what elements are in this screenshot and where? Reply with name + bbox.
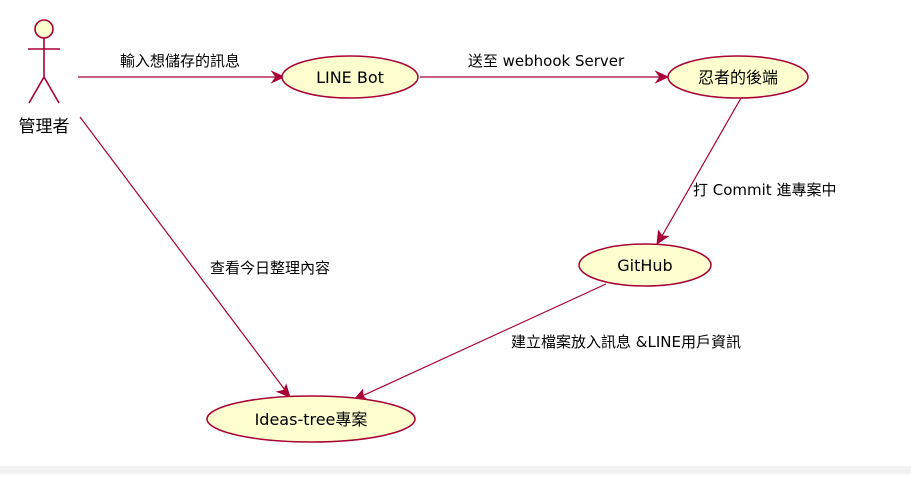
usecase-line-bot: LINE Bot — [281, 55, 419, 99]
edge-label-backend-to-github: 打 Commit 進專案中 — [693, 181, 836, 199]
arrowhead — [654, 70, 670, 84]
edge-actor-to-linebot: 輸入想儲存的訊息 — [78, 52, 286, 84]
edge-backend-to-github: 打 Commit 進專案中 — [656, 97, 836, 246]
actor-label: 管理者 — [19, 117, 70, 137]
actor-head — [34, 19, 54, 39]
actor-admin: 管理者 — [19, 19, 70, 137]
edge-label-actor-to-linebot: 輸入想儲存的訊息 — [120, 52, 240, 70]
edge-linebot-to-backend: 送至 webhook Server — [420, 52, 670, 84]
usecase-ellipse — [578, 243, 712, 287]
arrowhead — [270, 70, 286, 84]
usecase-label-github: GitHub — [617, 256, 672, 275]
usecase-label-ideas-tree: Ideas-tree專案 — [255, 410, 368, 429]
usecase-ellipse — [206, 395, 416, 443]
usecase-ideas-tree: Ideas-tree專案 — [206, 395, 416, 443]
edge-label-github-to-ideas: 建立檔案放入訊息 &LINE用戶資訊 — [511, 333, 741, 351]
usecase-ellipse — [667, 55, 809, 99]
usecase-label-backend: 忍者的後端 — [698, 68, 778, 87]
window-bottom-edge — [0, 466, 911, 474]
edge-label-actor-to-ideas: 查看今日整理內容 — [210, 259, 330, 277]
edge-github-to-ideas: 建立檔案放入訊息 &LINE用戶資訊 — [352, 283, 741, 401]
edge-actor-to-ideas: 查看今日整理內容 — [79, 116, 330, 398]
actor-right-leg — [43, 76, 60, 104]
actor-left-leg — [28, 76, 45, 104]
usecase-label-line-bot: LINE Bot — [316, 68, 384, 87]
usecase-github: GitHub — [578, 243, 712, 287]
usecase-backend: 忍者的後端 — [667, 55, 809, 99]
usecase-ellipse — [281, 55, 419, 99]
arrowhead — [275, 383, 291, 398]
arrowhead — [656, 229, 670, 246]
edge-label-linebot-to-backend: 送至 webhook Server — [468, 52, 625, 70]
